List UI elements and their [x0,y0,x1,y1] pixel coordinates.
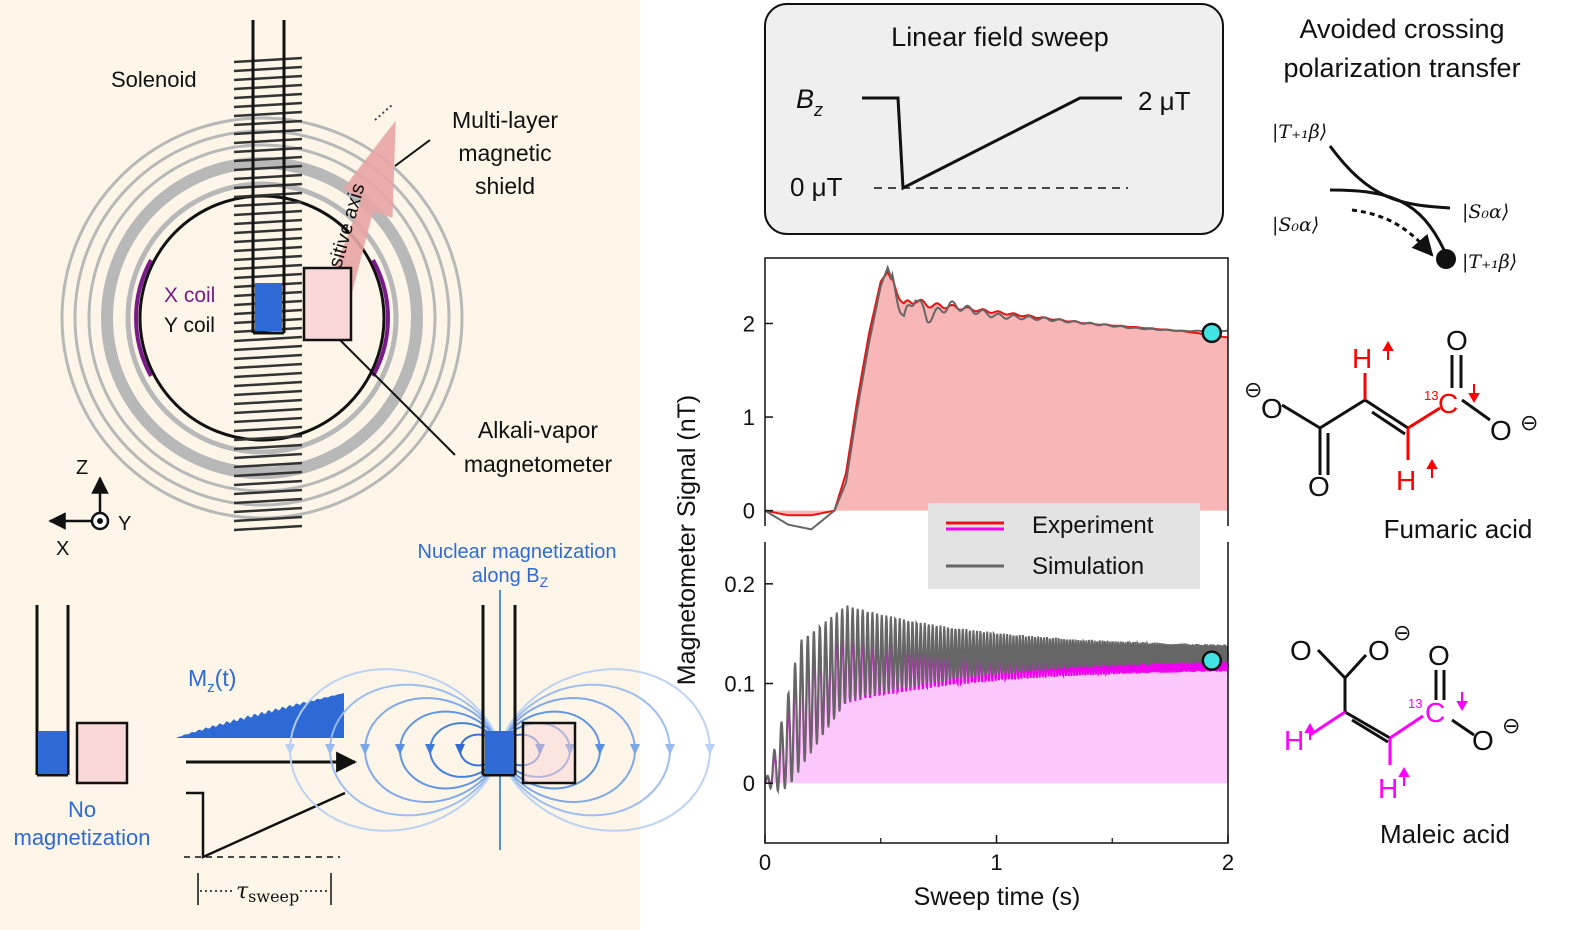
solenoid-windings [233,56,303,532]
fumaric-o-top: O [1446,325,1468,356]
shield-leader [394,139,431,167]
sweep-box-title: Linear field sweep [891,22,1109,52]
fumaric-acid-label: Fumaric acid [1384,514,1533,544]
magnetometer-cell [302,266,353,342]
maleic-c13: C [1425,697,1445,728]
maleic-charge-right: ⊖ [1502,713,1520,738]
y-coil-label: Y coil [164,314,215,337]
maleic-h-bottom: H [1378,773,1398,804]
linear-field-sweep-box: Linear field sweep Bz 2 μT 0 μT [764,3,1224,235]
maleic-o-top: O [1428,640,1450,671]
fumaric-simulation-line [764,264,1228,531]
dipole-field-diagram: Nuclear magnetization along BZ [285,541,715,850]
x-coil-label: X coil [164,284,215,307]
magnetic-shield [60,116,464,520]
solenoid-label: Solenoid [111,67,197,92]
axis-break [758,526,1235,542]
maleic-h-left: H [1284,725,1304,756]
maleic-acid-structure: O O ⊖ O C 13 O ⊖ H H Maleic acid [1284,620,1520,849]
legend: Experiment Simulation [928,503,1200,589]
state-t-top: |T₊₁β⟩ [1272,121,1327,143]
maleic-end-marker [1201,650,1223,671]
x-tick-label-0: 0 [759,850,771,875]
no-magnetization-line1: No [68,797,96,822]
axis-y-label: Y [118,513,131,535]
y-tick-label-maleic-1: 0.1 [724,672,755,697]
maleic-o-right: O [1472,725,1494,756]
fumaric-h-top: H [1352,343,1372,374]
magnetometer-leader [339,339,456,456]
coordinate-axes: Z X Y [48,457,131,560]
x-tick-label-1: 1 [990,850,1002,875]
maleic-o-mid: O [1368,635,1390,666]
state-s-right: |S₀α⟩ [1462,201,1509,223]
right-title-line2: polarization transfer [1283,53,1520,83]
y-tick-label-maleic-0: 0 [743,771,755,796]
mz-label: Mz(t) [188,665,236,696]
nuclear-magnetization-line1: Nuclear magnetization [418,541,617,563]
fumaric-charge-left: ⊖ [1244,377,1262,402]
mz-buildup: Mz(t) τsweep [176,665,358,906]
x-axis-label: Sweep time (s) [914,883,1081,911]
y-tick-label-fumaric-2: 2 [743,311,755,336]
maleic-acid-label: Maleic acid [1380,819,1510,849]
maleic-simulation-line [764,605,1229,795]
no-magnetization-diagram: No magnetization [14,605,151,850]
bz-label: Bz [796,84,823,120]
shield-label-line1: Multi-layer [452,107,558,133]
avoided-crossing-diagram: |T₊₁β⟩ |S₀α⟩ |S₀α⟩ |T₊₁β⟩ [1272,121,1517,273]
magnetometer-label-line1: Alkali-vapor [478,417,598,443]
shield-label-line3: shield [475,173,535,199]
legend-experiment: Experiment [1032,512,1154,539]
shield-label-line2: magnetic [458,140,551,166]
right-panel: Avoided crossing polarization transfer |… [1244,14,1538,849]
magnetometer-label-line2: magnetometer [464,451,613,477]
y-axis-label: Magnetometer Signal (nT) [673,395,701,685]
y-tick-label-maleic-2: 0.2 [724,572,755,597]
nuclear-magnetization-line2: along BZ [472,565,549,590]
state-t-bottom: |T₊₁β⟩ [1462,251,1517,273]
sweep-low-label: 0 μT [790,172,843,202]
right-title-line1: Avoided crossing [1299,14,1504,44]
sample-volume [255,283,282,331]
maleic-o-left: O [1290,635,1312,666]
sweep-high-label: 2 μT [1138,86,1191,116]
axis-x-label: X [56,538,69,560]
fumaric-o-right: O [1490,415,1512,446]
left-panel: sensitive axis Solenoid Multi-layer magn… [0,0,715,930]
maleic-charge-left: ⊖ [1393,620,1411,645]
fumaric-o-left: O [1261,393,1283,424]
fumaric-h-bottom: H [1396,465,1416,496]
fumaric-c13: C [1438,388,1458,419]
tau-sweep-label: τsweep [236,879,299,906]
y-tick-label-fumaric-1: 1 [743,405,755,430]
fumaric-iso13: 13 [1424,388,1438,403]
fumaric-charge-right: ⊖ [1520,410,1538,435]
no-magnetization-line2: magnetization [14,825,151,850]
fumaric-end-marker [1201,322,1223,344]
y-tick-label-fumaric-0: 0 [743,499,755,524]
state-s-left: |S₀α⟩ [1272,214,1319,236]
axis-z-label: Z [76,457,88,479]
magnetometer-chart: 0 1 2 0 0.1 0.2 0 1 2 Magnetometer Signal (nT) S… [673,257,1235,911]
fumaric-o-bottom: O [1308,471,1330,502]
legend-simulation: Simulation [1032,553,1144,580]
sample-tube [251,20,286,335]
x-coil [134,259,390,377]
fumaric-acid-structure: ⊖ O O H H C 13 O O ⊖ Fumaric acid [1244,325,1538,544]
x-tick-label-2: 2 [1222,850,1234,875]
maleic-iso13: 13 [1408,696,1422,711]
fumaric-experiment-fill [765,272,1228,516]
